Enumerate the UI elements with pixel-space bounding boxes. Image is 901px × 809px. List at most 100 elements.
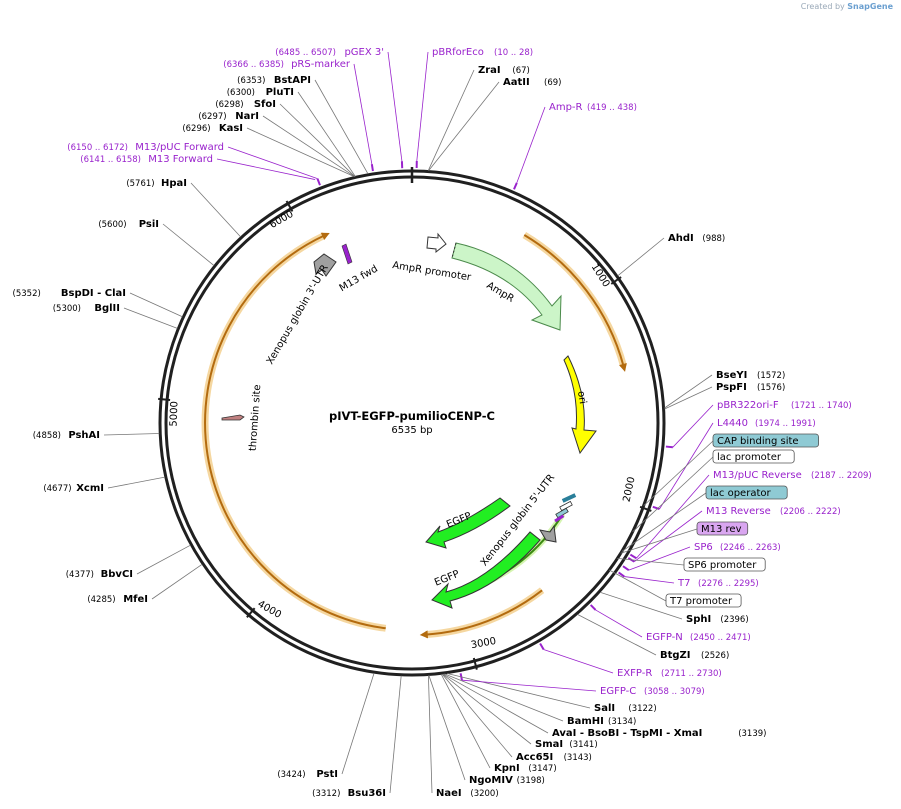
site-name: PshAI (68, 430, 100, 441)
site-label-sphi[interactable]: SphI(2396) (686, 614, 749, 625)
site-leader (428, 675, 466, 781)
site-label-bsu36i[interactable]: Bsu36I(3312) (312, 788, 386, 799)
tick-6000 (285, 200, 294, 212)
site-leader (246, 127, 355, 178)
primer-position: (2276 .. 2295) (698, 579, 759, 589)
feature-label-xenopus-globin-3-utr: Xenopus globin 3'-UTR (265, 263, 331, 366)
primer-label-amp-r[interactable]: Amp-R(419 .. 438) (549, 102, 637, 113)
site-leader (447, 673, 591, 709)
primer-label-sp6[interactable]: SP6(2246 .. 2263) (694, 542, 781, 553)
site-name: PsiI (139, 219, 159, 230)
box-label-lac-promoter[interactable]: lac promoter (712, 449, 795, 464)
primer-label-pbrforeco[interactable]: pBRforEco(10 .. 28) (432, 47, 533, 58)
site-label-avai-bsobi-tspmi-xmai[interactable]: AvaI - BsoBI - TspMI - XmaI(3139) (552, 728, 766, 739)
site-label-kasi[interactable]: KasI(6296) (182, 123, 243, 134)
box-label-sp6-promoter[interactable]: SP6 promoter (683, 557, 766, 572)
feature-lac-promoter (559, 500, 573, 512)
primer-label-egfp-c[interactable]: EGFP-C(3058 .. 3079) (600, 686, 705, 697)
site-name: SfoI (254, 99, 276, 110)
site-label-aatii[interactable]: AatII(69) (503, 77, 561, 88)
primer-label-m13-puc-forward[interactable]: M13/pUC Forward(6150 .. 6172) (67, 142, 224, 153)
primer-label-t7[interactable]: T7(2276 .. 2295) (677, 578, 759, 589)
site-label-kpni[interactable]: KpnI(3147) (494, 763, 557, 774)
site-leader (444, 673, 564, 722)
primer-label-m13-reverse[interactable]: M13 Reverse(2206 .. 2222) (706, 506, 841, 517)
primer-mark (652, 505, 660, 511)
site-name: NgoMIV (469, 775, 513, 786)
site-label-naei[interactable]: NaeI(3200) (436, 788, 499, 799)
site-leader (162, 223, 215, 266)
box-leader (643, 440, 714, 506)
site-label-pspfi[interactable]: PspFI(1576) (716, 382, 785, 393)
feature-m13-fwd (341, 243, 353, 265)
site-position: (5761) (126, 179, 154, 189)
site-label-smai[interactable]: SmaI(3141) (535, 739, 598, 750)
site-leader (341, 673, 375, 775)
site-label-ngomiv[interactable]: NgoMIV(3198) (469, 775, 545, 786)
feature-label-thrombin-site: thrombin site (248, 384, 264, 451)
site-label-psii[interactable]: PsiI(5600) (98, 219, 159, 230)
primer-label-egfp-n[interactable]: EGFP-N(2450 .. 2471) (646, 632, 751, 643)
site-label-bamhi[interactable]: BamHI(3134) (567, 716, 636, 727)
primer-position: (1721 .. 1740) (791, 401, 852, 411)
site-label-zrai[interactable]: ZraI(67) (478, 65, 530, 76)
site-label-bseyi[interactable]: BseYI(1572) (716, 370, 785, 381)
site-label-nari[interactable]: NarI(6297) (198, 111, 259, 122)
site-label-pshai[interactable]: PshAI(4858) (33, 430, 100, 441)
site-label-hpai[interactable]: HpaI(5761) (126, 178, 187, 189)
primer-mark (629, 553, 637, 560)
site-label-bglii[interactable]: BglII(5300) (53, 303, 120, 314)
feature-label-m13-fwd: M13 fwd (338, 263, 380, 294)
primer-position: (6141 .. 6158) (80, 155, 141, 165)
primer-position: (1974 .. 1991) (755, 419, 816, 429)
site-label-acc65i[interactable]: Acc65I(3143) (516, 752, 592, 763)
primer-label-l4440[interactable]: L4440(1974 .. 1991) (717, 418, 816, 429)
primer-leader (227, 146, 318, 180)
feature-xenopus-3utr (313, 253, 337, 277)
box-label-m13-rev[interactable]: M13 rev (696, 521, 749, 536)
primer-label-pgex-3[interactable]: pGEX 3'(6485 .. 6507) (275, 47, 384, 58)
box-leader (609, 569, 667, 602)
tick-label-3000: 3000 (470, 636, 497, 651)
box-label-bg (705, 485, 788, 500)
box-label-cap-binding-site[interactable]: CAP binding site (712, 433, 819, 448)
site-position: (988) (702, 234, 725, 244)
site-label-psti[interactable]: PstI(3424) (277, 769, 338, 780)
primer-position: (6485 .. 6507) (275, 48, 336, 58)
primer-position: (6150 .. 6172) (67, 143, 128, 153)
site-leader (190, 182, 241, 238)
site-leader (123, 307, 178, 329)
primer-position: (2450 .. 2471) (690, 633, 751, 643)
site-label-bspdi-clai[interactable]: BspDI - ClaI(5352) (13, 288, 126, 299)
box-label-text: T7 promoter (669, 596, 733, 607)
site-label-sali[interactable]: SalI(3122) (594, 703, 657, 714)
site-label-btgzi[interactable]: BtgZI(2526) (660, 650, 729, 661)
site-label-sfoi[interactable]: SfoI(6298) (215, 99, 276, 110)
primer-label-pbr322ori-f[interactable]: pBR322ori-F(1721 .. 1740) (717, 400, 852, 411)
site-position: (4677) (43, 484, 71, 494)
primer-leader (461, 679, 597, 692)
site-leader (297, 91, 356, 177)
box-label-text: lac promoter (717, 452, 782, 463)
primer-label-m13-puc-reverse[interactable]: M13/pUC Reverse(2187 .. 2209) (713, 470, 872, 481)
site-leader (103, 433, 160, 436)
primer-leader (595, 609, 643, 638)
box-label-lac-operator[interactable]: lac operator (705, 485, 788, 500)
site-label-pluti[interactable]: PluTI(6300) (227, 87, 294, 98)
primer-label-prs-marker[interactable]: pRS-marker(6366 .. 6385) (223, 59, 351, 70)
site-position: (3147) (528, 764, 556, 774)
site-label-ahdi[interactable]: AhdI(988) (668, 233, 725, 244)
site-name: BtgZI (660, 650, 691, 661)
box-label-t7-promoter[interactable]: T7 promoter (665, 593, 742, 608)
site-label-bstapi[interactable]: BstAPI(6353) (237, 75, 311, 86)
primer-label-exfp-r[interactable]: EXFP-R(2711 .. 2730) (617, 668, 722, 679)
site-label-mfei[interactable]: MfeI(4285) (87, 594, 148, 605)
box-leader (621, 492, 707, 552)
snapgene-logo: SnapGene (847, 2, 893, 11)
primer-label-m13-forward[interactable]: M13 Forward(6141 .. 6158) (80, 154, 213, 165)
primer-leader (216, 158, 316, 180)
site-label-bbvci[interactable]: BbvCI(4377) (66, 569, 133, 580)
feature-egfp-upper (425, 497, 511, 549)
primer-name: Amp-R (549, 102, 583, 113)
site-label-xcmi[interactable]: XcmI(4677) (43, 483, 104, 494)
